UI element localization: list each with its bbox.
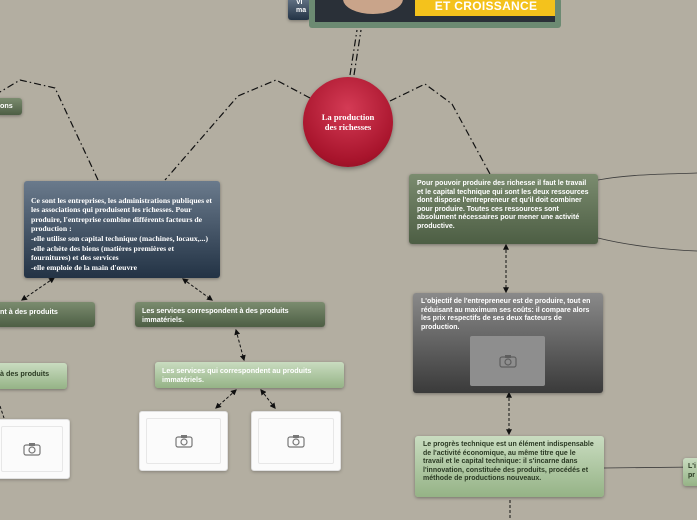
services-node-2[interactable]: Les services qui correspondent au produi…: [155, 362, 344, 388]
services-text-2: Les services qui correspondent au produi…: [162, 366, 312, 384]
progress-node[interactable]: Le progrès technique est un élément indi…: [415, 436, 604, 497]
camera-icon: [23, 443, 41, 456]
enterprises-node[interactable]: Ce sont les entreprises, les administrat…: [24, 181, 220, 278]
image-placeholder: [258, 418, 334, 464]
top-image-banner: ET CROISSANCE: [415, 0, 555, 16]
link-progress-right: [603, 466, 697, 469]
services-node-1[interactable]: Les services correspondent à des produit…: [135, 302, 325, 327]
central-topic[interactable]: La production des richesses: [303, 77, 393, 167]
link-central-to-factors: [389, 83, 491, 175]
goods-fragment-node-2[interactable]: à des produits: [0, 363, 67, 389]
left-fragment-text: ons: [0, 101, 13, 110]
top-left-fragment-line1: Vi: [296, 0, 303, 6]
person-portrait: [343, 0, 403, 14]
objective-node[interactable]: L'objectif de l'entrepreneur est de prod…: [413, 293, 603, 393]
factors-text: Pour pouvoir produire des richesse il fa…: [417, 180, 589, 230]
image-card-goods[interactable]: [0, 419, 70, 479]
link-factors-right-bottom: [597, 237, 697, 252]
image-card-services-2[interactable]: [251, 411, 341, 471]
arrow-enterprises-goods: [21, 277, 55, 301]
goods-fragment-text-2: à des produits: [0, 369, 50, 378]
camera-icon: [287, 435, 305, 448]
top-image-photo: ET CROISSANCE: [315, 0, 555, 22]
arrow-enterprises-services: [182, 278, 213, 301]
link-enterprises-to-left: [0, 79, 99, 181]
arrow-services2-card2: [260, 389, 276, 409]
arrow-services-services2: [234, 328, 246, 362]
link-central-to-enterprises: [164, 79, 311, 181]
factors-node[interactable]: Pour pouvoir produire des richesse il fa…: [409, 174, 598, 244]
top-left-fragment-line2: ma: [296, 7, 307, 14]
services-text-1: Les services correspondent à des produit…: [142, 306, 289, 324]
camera-icon: [498, 355, 517, 368]
camera-icon: [174, 435, 193, 448]
arrow-services2-card1: [215, 389, 237, 409]
left-fragment-node[interactable]: ons: [0, 98, 22, 115]
right-fragment-node[interactable]: L'i pr: [683, 458, 697, 486]
image-placeholder: [1, 426, 63, 472]
link-central-to-top-image: [349, 29, 358, 76]
image-placeholder: [146, 418, 221, 464]
objective-text: L'objectif de l'entrepreneur est de prod…: [421, 298, 591, 331]
goods-fragment-text-1: nt à des produits: [0, 307, 58, 316]
right-fragment-line2: pr: [688, 471, 695, 479]
image-card-services-1[interactable]: [139, 411, 228, 471]
objective-image-placeholder: [470, 336, 545, 386]
right-fragment-line1: L'i: [688, 463, 696, 470]
top-left-fragment-node[interactable]: Vi ma: [288, 0, 310, 20]
central-topic-label: La production des richesses: [321, 112, 375, 132]
link-goods2-card: [0, 405, 5, 419]
goods-fragment-node-1[interactable]: nt à des produits: [0, 302, 95, 327]
progress-text: Le progrès technique est un élément indi…: [423, 441, 594, 482]
top-image-node[interactable]: ET CROISSANCE: [309, 0, 561, 28]
link-factors-right-top: [597, 172, 697, 181]
enterprises-text: Ce sont les entreprises, les administrat…: [31, 195, 212, 272]
link-central-to-top-image-2: [353, 29, 362, 76]
